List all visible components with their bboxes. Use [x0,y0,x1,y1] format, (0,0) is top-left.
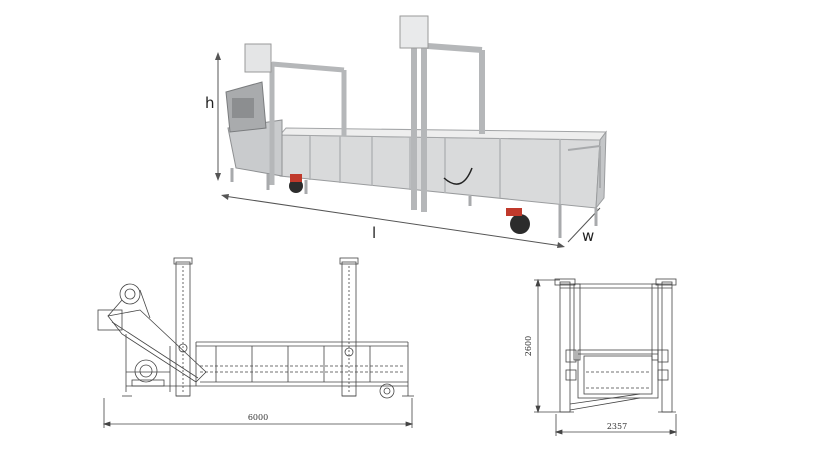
end-inner-column-left [573,283,581,361]
blower-motor-right [399,15,429,49]
end-bracket-left [565,349,577,363]
length-label: l [372,224,376,242]
drain-pump-left [289,179,303,193]
end-tank-body [577,349,659,399]
tank-panel-ribs [309,136,561,204]
drain-valve-left [290,174,302,182]
end-bracket-right [657,349,669,363]
height-arrow-head-top [215,52,221,60]
height-label: h [205,94,215,112]
length-arrow [223,195,563,247]
side-tank-dividers [195,342,409,396]
support-legs [230,168,598,238]
end-tank-inner [583,355,653,395]
side-bearing-left [178,343,188,353]
connection-hose [443,167,473,185]
width-label: w [582,227,594,245]
end-height-dimension: 2600 [524,336,533,356]
side-drive-wheel [119,283,141,305]
side-drain-pump [379,383,395,399]
side-view-drawing [97,257,414,428]
length-arrow-head-right [557,242,565,248]
side-feeder-head [97,309,123,331]
drain-pump-right [510,214,530,234]
end-column-left [559,281,571,413]
control-box [232,98,254,118]
end-base-diagonal [569,397,641,411]
gantry-frame-right [411,42,485,212]
tank-front-panel [279,134,601,209]
length-arrow-head-left [221,194,229,200]
side-length-dimension: 6000 [248,413,268,422]
drain-valve-right [506,208,522,216]
gantry-frame-left [269,61,347,185]
blower-motor-left [244,43,272,73]
height-arrow-head-bottom [215,173,221,181]
end-view-drawing [534,278,678,436]
side-incline-conveyor [107,309,207,383]
tank-outlet-rail [567,145,601,188]
end-width-dimension: 2357 [607,422,627,431]
side-blower-motor [134,359,158,383]
isometric-machine-view: h l w [205,15,607,248]
end-inner-column-right [651,283,659,361]
side-bearing-right [344,347,354,357]
end-column-right [661,281,673,413]
